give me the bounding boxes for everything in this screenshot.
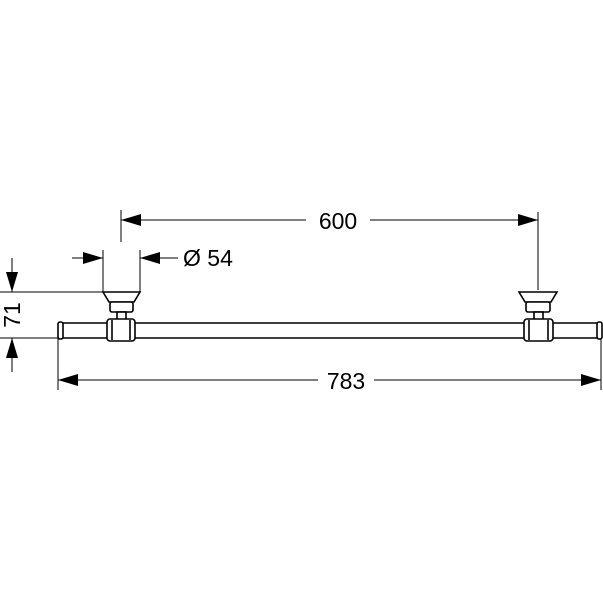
dimension-54 [72,250,178,292]
towel-bar [57,321,603,340]
left-mount [101,291,142,342]
dimension-label-54: Ø 54 [183,245,233,271]
right-mount [517,291,559,342]
dimension-label-71: 71 [0,302,25,328]
dimension-600 [120,210,539,290]
dimension-label-600: 600 [319,208,357,234]
dimension-783 [57,330,602,390]
dimension-label-783: 783 [327,368,365,394]
